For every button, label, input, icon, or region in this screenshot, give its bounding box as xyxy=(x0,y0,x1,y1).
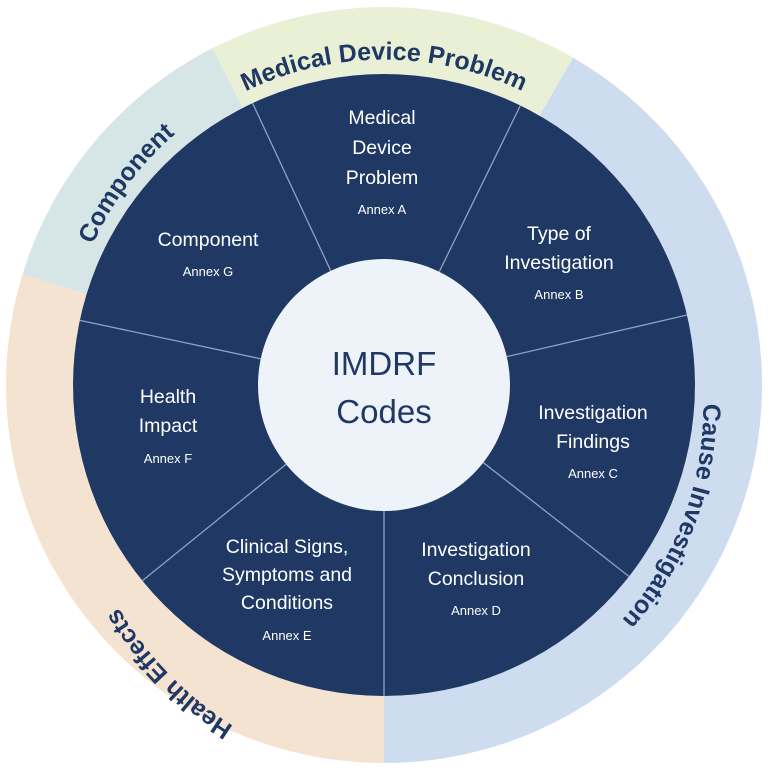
segment-medical-device-problem: Medical Device Problem Annex A xyxy=(346,107,419,217)
segment-annex: Annex G xyxy=(183,264,234,279)
segment-divider xyxy=(506,314,688,358)
segment-title-line: Device xyxy=(352,137,412,159)
segment-annex: Annex F xyxy=(144,451,192,466)
segment-investigation-findings: Investigation Findings Annex C xyxy=(538,402,648,481)
segment-divider xyxy=(482,462,630,577)
segment-annex: Annex E xyxy=(262,628,311,643)
segment-title-line: Problem xyxy=(346,167,419,189)
segment-title-line: Health xyxy=(140,386,196,408)
segment-divider xyxy=(141,463,287,582)
segment-title-line: Symptoms and xyxy=(222,564,352,586)
segment-title-line: Clinical Signs, xyxy=(226,536,348,558)
segment-annex: Annex B xyxy=(534,287,583,302)
segment-clinical-signs: Clinical Signs, Symptoms and Conditions … xyxy=(222,536,352,643)
segment-dividers xyxy=(79,102,688,696)
center-title-line: IMDRF xyxy=(332,345,436,382)
segment-annex: Annex A xyxy=(358,202,407,217)
segment-divider xyxy=(438,105,521,273)
segment-title-line: Investigation xyxy=(504,252,614,274)
center-circle xyxy=(258,259,510,511)
segment-component: Component Annex G xyxy=(158,229,259,279)
segment-labels: Medical Device Problem Annex A Type of I… xyxy=(139,107,648,643)
segment-health-impact: Health Impact Annex F xyxy=(139,386,198,466)
segment-divider xyxy=(251,102,332,272)
segment-title-line: Conclusion xyxy=(428,568,524,590)
segment-divider xyxy=(79,319,261,360)
segment-title-line: Type of xyxy=(527,223,592,245)
center-hub: IMDRF Codes xyxy=(258,259,510,511)
segment-investigation-conclusion: Investigation Conclusion Annex D xyxy=(421,539,531,618)
segment-title-line: Conditions xyxy=(241,592,333,614)
segment-annex: Annex C xyxy=(568,466,618,481)
outer-ring-cause-investigation xyxy=(384,57,762,764)
segment-title-line: Medical xyxy=(348,107,415,129)
outer-ring-health-effects xyxy=(5,274,385,763)
outer-ring xyxy=(5,6,762,764)
center-title-line: Codes xyxy=(336,393,431,430)
segment-title-line: Component xyxy=(158,229,259,251)
segment-title-line: Findings xyxy=(556,431,630,453)
segment-title-line: Investigation xyxy=(421,539,531,561)
segment-title-line: Investigation xyxy=(538,402,648,424)
outer-ring-medical-device-problem xyxy=(212,6,573,116)
segment-type-of-investigation: Type of Investigation Annex B xyxy=(504,223,614,302)
outer-ring-component xyxy=(22,48,243,295)
segment-annex: Annex D xyxy=(451,603,501,618)
segment-title-line: Impact xyxy=(139,415,198,437)
